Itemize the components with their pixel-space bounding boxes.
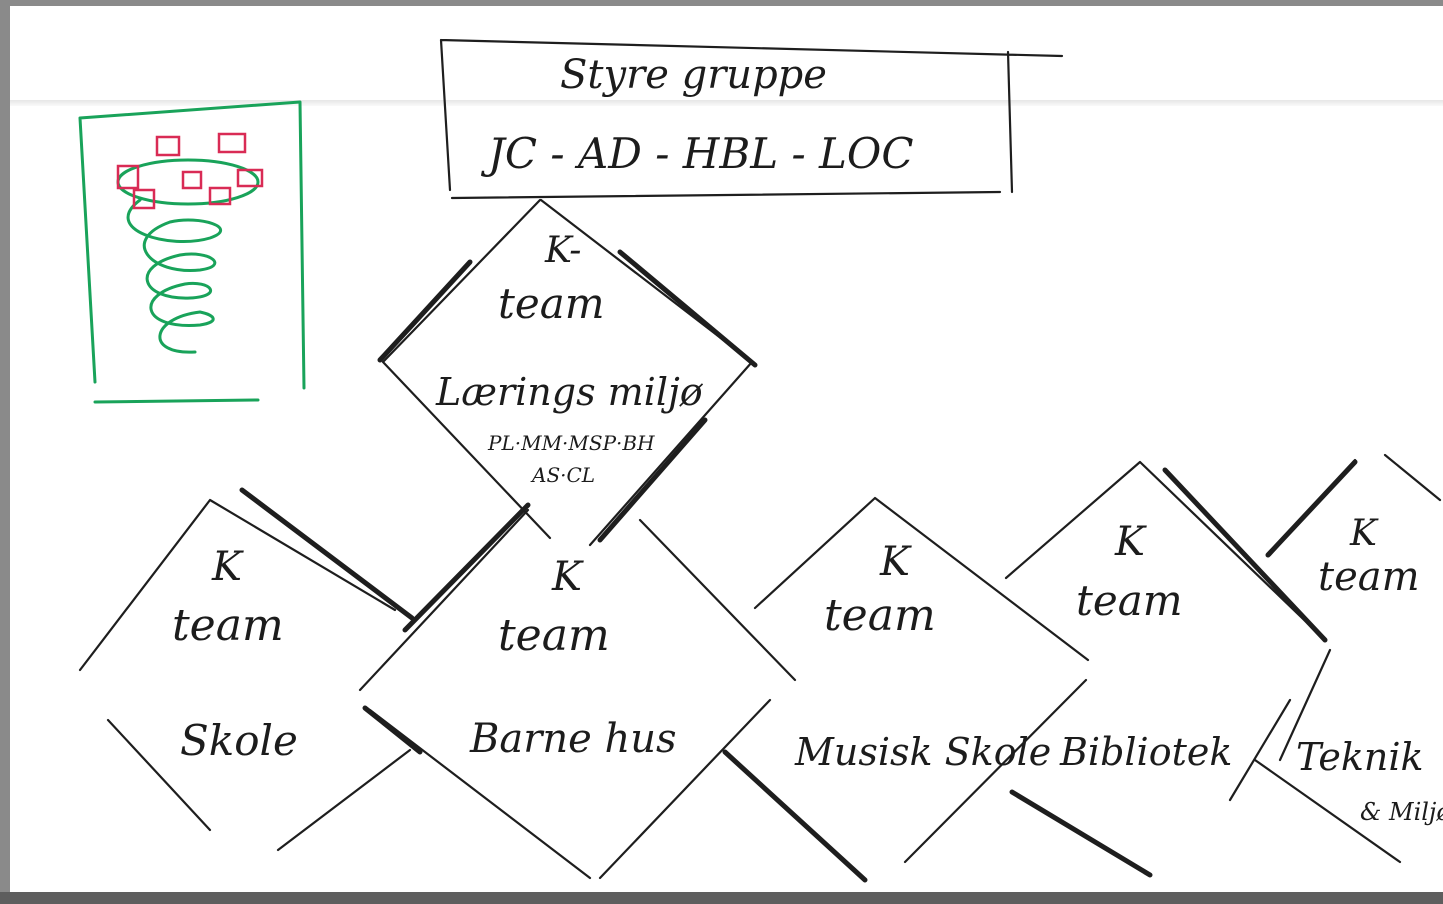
steering-group-members: JC - AD - HBL - LOC (480, 129, 914, 178)
team-diamond-musisk-skole: K team Musisk Skole (722, 496, 1153, 883)
team-label: team (498, 610, 610, 661)
team-label: team (1076, 576, 1183, 625)
learning-team-name: Lærings miljø (435, 370, 704, 414)
whiteboard-rail (10, 100, 1443, 106)
team-label: team (172, 600, 284, 651)
learning-team-diamond: K- team Lærings miljø PL·MM·MSP·BH AS·CL (377, 198, 758, 547)
learning-team-label: team (498, 279, 605, 328)
team-name: Barne hus (469, 716, 677, 762)
spiral-sketch-icon (78, 100, 306, 404)
team-label: team (824, 590, 936, 641)
team-name-suffix: & Miljø (1360, 798, 1443, 826)
learning-team-members-2: AS·CL (530, 463, 595, 487)
team-prefix: K (879, 539, 912, 585)
team-diamond-skole: K team Skole (78, 487, 415, 852)
team-diamond-bibliotek: K team Bibliotek (1004, 460, 1332, 802)
team-prefix: K (211, 544, 244, 590)
learning-team-members-1: PL·MM·MSP·BH (487, 431, 655, 455)
steering-group-box: Styre gruppe JC - AD - HBL - LOC (439, 38, 1064, 200)
team-prefix: K (551, 554, 584, 600)
steering-group-title: Styre gruppe (560, 52, 827, 98)
whiteboard-bottom-edge (0, 892, 1443, 904)
team-label: team (1318, 554, 1420, 600)
team-name: Bibliotek (1059, 730, 1232, 774)
team-name: Teknik (1296, 735, 1424, 779)
team-name: Skole (180, 716, 298, 765)
team-diamond-barnehus: K team Barne hus (358, 502, 797, 880)
team-prefix: K (1114, 519, 1147, 565)
team-prefix: K (1349, 513, 1379, 554)
learning-team-prefix: K- (544, 230, 581, 271)
team-name: Musisk Skole (794, 730, 1051, 774)
team-diamond-teknik: K team Teknik & Miljø (1253, 453, 1443, 864)
